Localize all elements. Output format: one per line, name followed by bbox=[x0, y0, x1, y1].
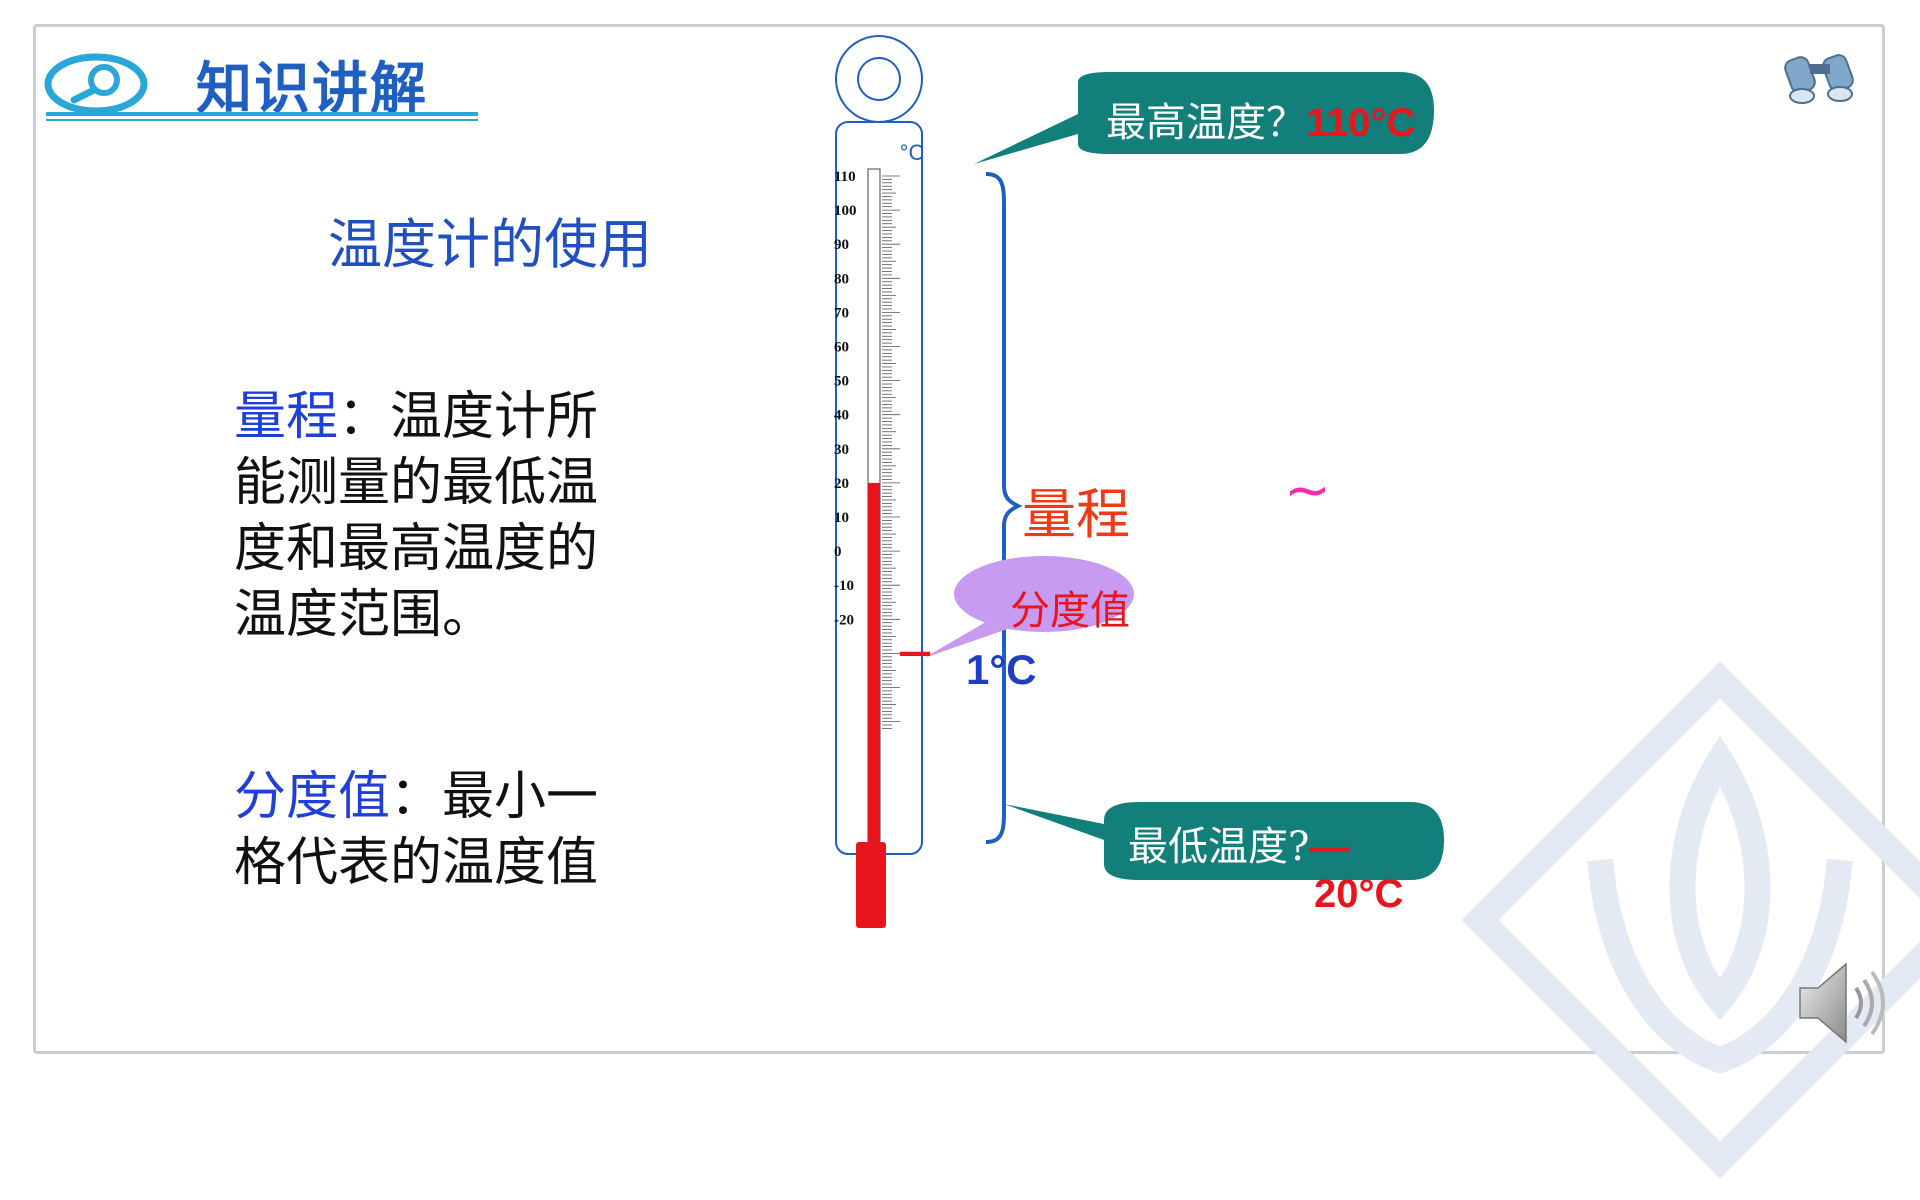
scale-label: 20 bbox=[834, 476, 849, 492]
max-question: 最高温度？ bbox=[1106, 100, 1306, 146]
scale-label: 60 bbox=[834, 340, 849, 356]
scale-label: 110 bbox=[834, 169, 856, 185]
range-label: 量程 bbox=[1022, 483, 1130, 546]
scale-label: 10 bbox=[834, 510, 849, 526]
unit-label: °C bbox=[900, 140, 925, 165]
range-term: 量程 bbox=[234, 387, 339, 447]
speaker-icon[interactable] bbox=[1796, 958, 1896, 1048]
binoculars-icon[interactable] bbox=[1782, 50, 1862, 114]
scale-label: 100 bbox=[834, 203, 857, 219]
scale-label: 70 bbox=[834, 305, 849, 321]
slide-frame bbox=[33, 24, 1885, 1054]
division-value: 1°C bbox=[966, 646, 1037, 693]
title-underline-thin bbox=[46, 119, 478, 121]
magnifier-icon bbox=[44, 53, 148, 115]
division-dash: — bbox=[898, 632, 932, 672]
max-callout-text: 最高温度？110°C bbox=[1106, 90, 1415, 148]
scale-label: -10 bbox=[834, 578, 854, 594]
max-value: 110°C bbox=[1306, 101, 1416, 145]
min-question: 最低温度? bbox=[1128, 824, 1310, 870]
division-definition: 分度值：最小一格代表的温度值 bbox=[234, 764, 634, 896]
scale-label: -20 bbox=[834, 612, 854, 628]
title-underline bbox=[46, 112, 478, 116]
scale-label: 30 bbox=[834, 442, 849, 458]
scale-label: 40 bbox=[834, 408, 849, 424]
division-bubble bbox=[924, 556, 1134, 658]
min-callout-text: 最低温度?— bbox=[1128, 814, 1349, 872]
scale-label: 90 bbox=[834, 237, 849, 253]
scale-label: 80 bbox=[834, 271, 849, 287]
range-tilde: ~ bbox=[1284, 458, 1331, 523]
min-callout bbox=[1004, 802, 1444, 880]
scale-label: 0 bbox=[834, 544, 842, 560]
page-title: 知识讲解 bbox=[196, 57, 428, 122]
max-callout bbox=[974, 72, 1434, 164]
mercury-column bbox=[868, 482, 880, 846]
subtitle: 温度计的使用 bbox=[328, 213, 652, 276]
min-dash: — bbox=[1309, 825, 1350, 869]
division-term: 分度值 bbox=[234, 767, 391, 827]
range-definition: 量程：温度计所能测量的最低温度和最高温度的温度范围。 bbox=[234, 384, 634, 648]
mercury-bulb bbox=[856, 842, 886, 928]
division-text: ：最小一格代表的温度值 bbox=[234, 767, 599, 893]
division-bubble-label: 分度值 bbox=[1010, 588, 1130, 634]
scale-label: 50 bbox=[834, 374, 849, 390]
watermark-logo-icon bbox=[1461, 661, 1920, 1179]
range-text: ：温度计所能测量的最低温度和最高温度的温度范围。 bbox=[234, 387, 599, 645]
range-brace bbox=[985, 172, 1023, 844]
min-value: 20°C bbox=[1314, 872, 1404, 916]
